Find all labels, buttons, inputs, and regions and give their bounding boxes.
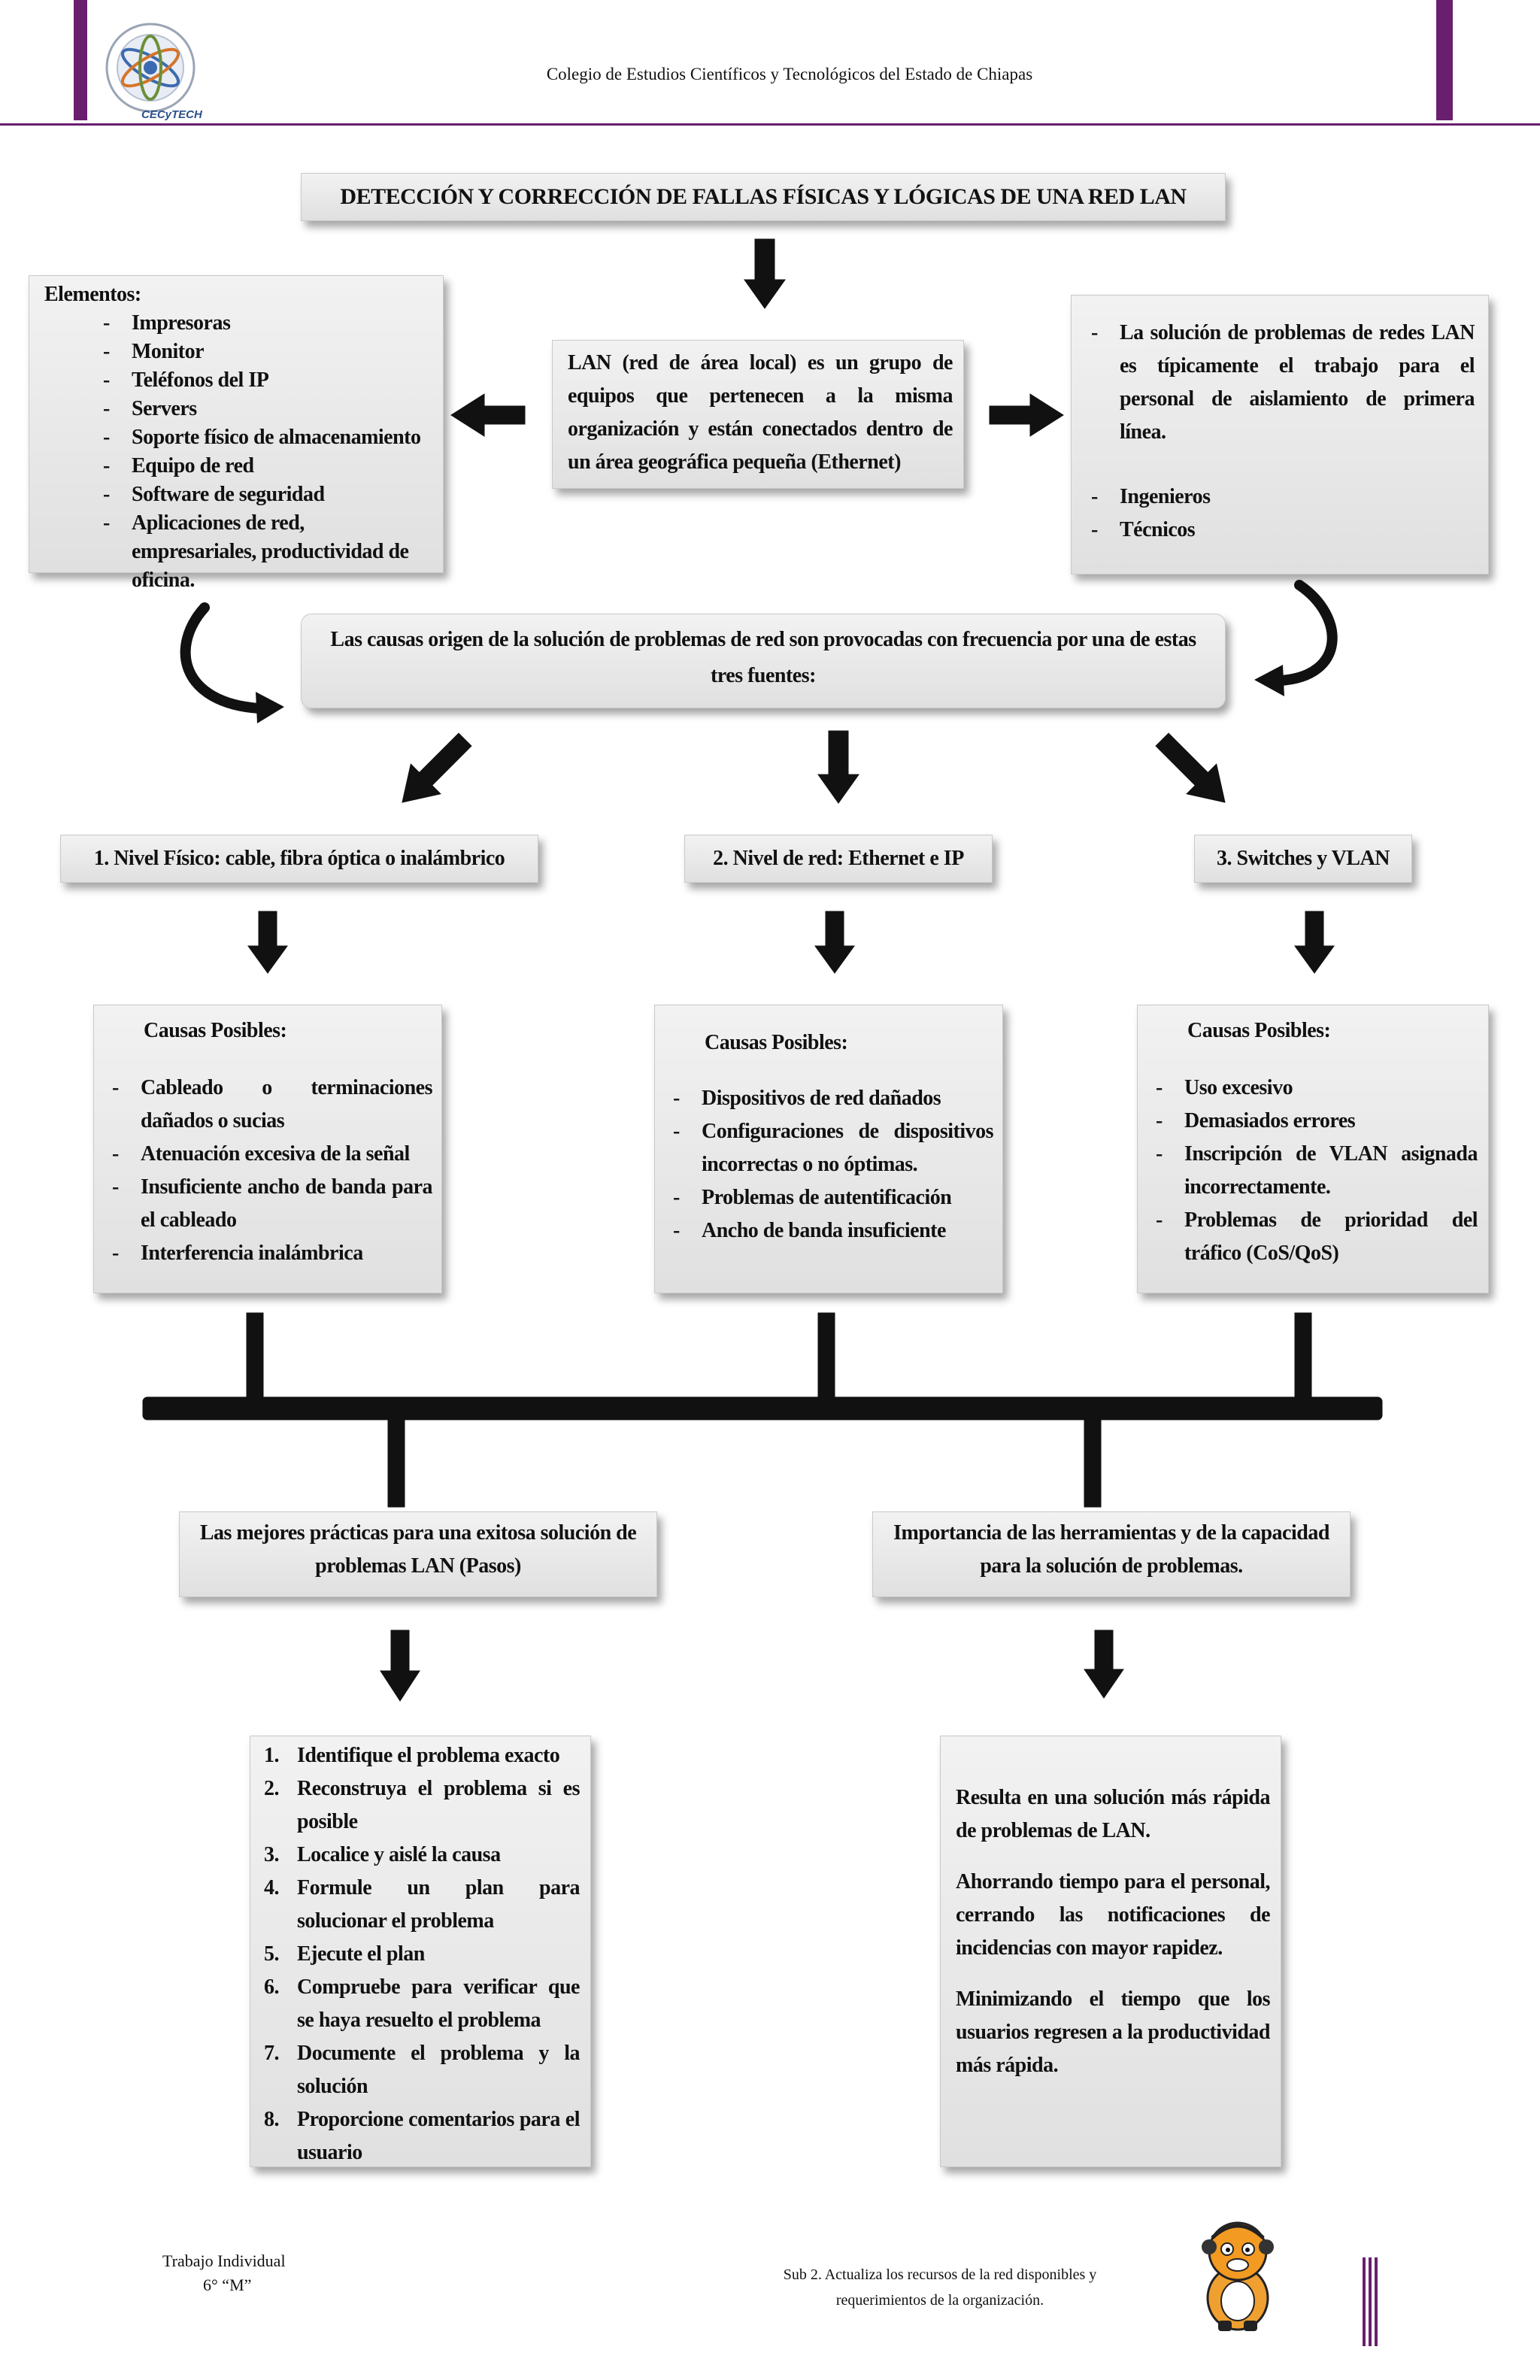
header-divider [0,123,1540,126]
list-item: Problemas de autentificación [667,1181,993,1214]
arrow-down-title [744,238,786,309]
list-item: Equipo de red [97,452,429,481]
list-item: Técnicos [1085,514,1475,547]
arrow-down-tools [1084,1630,1124,1699]
arrow-diag-left [402,732,472,803]
arrow-right-solution [989,393,1064,437]
list-item: Teléfonos del IP [97,366,429,395]
arrow-left-elements [450,393,526,437]
arrow-diag-right [1155,732,1226,803]
list-item: 2.Reconstruya el problema si es posible [264,1777,581,1833]
institution-name: Colegio de Estudios Científicos y Tecnol… [546,65,1033,83]
tools-title: Importancia de las herramientas y de la … [893,1521,1329,1578]
causes-origin-box: Las causas origen de la solución de prob… [301,614,1226,708]
list-item: 7.Documente el problema y la solución [264,2042,581,2098]
level-1-causes-list: Cableado o terminaciones dañados o sucia… [106,1072,433,1270]
tools-box: Resulta en una solución más rápida de pr… [940,1736,1281,2167]
list-item: Demasiados errores [1150,1105,1478,1138]
causes-origin-text: Las causas origen de la solución de prob… [330,628,1196,687]
level-2-causes-list: Dispositivos de red dañados Configuracio… [667,1082,994,1248]
lan-definition-box: LAN (red de área local) es un grupo de e… [552,340,964,489]
steps-box: 1.Identifique el problema exacto 2.Recon… [250,1736,591,2167]
list-item: 4.Formule un plan para solucionar el pro… [264,1876,581,1933]
cecytech-logo: CECyTECH [98,15,211,128]
list-item: Inscripción de VLAN asignada incorrectam… [1150,1138,1478,1204]
mascot-image [1185,2208,1290,2336]
list-item: 8.Proporcione comentarios para el usuari… [264,2108,581,2164]
list-item: 5.Ejecute el plan [264,1942,425,1966]
causes-heading: Causas Posibles: [1187,1019,1331,1042]
elements-list: Impresoras Monitor Teléfonos del IP Serv… [97,309,429,595]
elements-box: Elementos: Impresoras Monitor Teléfonos … [29,275,444,592]
logo-text: CECyTECH [141,108,202,121]
list-item: Aplicaciones de red, empresariales, prod… [97,509,429,595]
list-item: Ancho de banda insuficiente [667,1214,993,1248]
list-item: Impresoras [97,309,429,338]
elements-heading: Elementos: [44,283,141,306]
level-1-causes-box: Causas Posibles: Cableado o terminacione… [93,1005,442,1293]
atom-logo-icon [105,23,196,113]
list-item: 6.Compruebe para verificar que se haya r… [264,1975,581,2032]
arrow-down-level3 [1294,911,1335,974]
list-item: Uso excesivo [1150,1072,1478,1105]
tools-paragraph: Minimizando el tiempo que los usuarios r… [956,1987,1271,2077]
curved-arrow-right [1254,580,1338,696]
arrow-down-center [817,730,859,804]
steps-list: 1.Identifique el problema exacto 2.Recon… [258,1739,581,2169]
list-item: Atenuación excesiva de la señal [106,1138,432,1171]
list-item: Monitor [97,338,429,366]
bracket-bar [142,1312,1383,1508]
arrow-down-level1 [247,911,288,974]
footer-subject-line1: Sub 2. Actualiza los recursos de la red … [783,2266,1097,2283]
list-item: Problemas de prioridad del tráfico (CoS/… [1150,1204,1478,1270]
list-item: Software de seguridad [97,481,429,509]
list-item: Cableado o terminaciones dañados o sucia… [106,1072,433,1138]
causes-heading: Causas Posibles: [705,1031,848,1054]
solution-list: La solución de problemas de redes LAN es… [1085,317,1475,547]
list-item: Configuraciones de dispositivos incorrec… [667,1115,994,1181]
lan-definition-text: LAN (red de área local) es un grupo de e… [568,351,953,474]
diagram-title-box: DETECCIÓN Y CORRECCIÓN DE FALLAS FÍSICAS… [301,173,1226,221]
list-item: Ingenieros [1085,481,1475,514]
causes-heading: Causas Posibles: [144,1019,287,1042]
tools-paragraph: Resulta en una solución más rápida de pr… [956,1786,1271,1842]
best-practices-title-box: Las mejores prácticas para una exitosa s… [179,1511,657,1597]
footer-bars [1363,2257,1378,2346]
footer-group: 6° “M” [203,2275,252,2294]
list-item: Insuficiente ancho de banda para el cabl… [106,1171,433,1237]
curved-arrow-left [180,602,284,723]
header-bar-right [1436,0,1453,120]
level-3-label: 3. Switches y VLAN [1194,835,1412,883]
arrow-down-practices [380,1630,420,1702]
tools-title-box: Importancia de las herramientas y de la … [872,1511,1351,1597]
footer-subject-line2: requerimientos de la organización. [835,2292,1044,2309]
level-1-label: 1. Nivel Físico: cable, fibra óptica o i… [60,835,538,883]
mascot-icon [1202,2221,1274,2331]
solution-box: La solución de problemas de redes LAN es… [1071,295,1489,575]
list-item: Dispositivos de red dañados [667,1082,993,1115]
level-3-causes-list: Uso excesivo Demasiados errores Inscripc… [1150,1072,1478,1270]
level-2-causes-box: Causas Posibles: Dispositivos de red dañ… [654,1005,1003,1293]
tools-paragraph: Ahorrando tiempo para el personal, cerra… [956,1870,1271,1960]
footer-work-type: Trabajo Individual [162,2251,286,2270]
diagram-title: DETECCIÓN Y CORRECCIÓN DE FALLAS FÍSICAS… [340,184,1187,209]
list-item: La solución de problemas de redes LAN es… [1085,317,1475,449]
list-item: 1.Identifique el problema exacto [264,1744,560,1767]
header-bar-left [74,0,87,120]
list-item: 3.Localice y aislé la causa [264,1843,501,1866]
level-3-causes-box: Causas Posibles: Uso excesivo Demasiados… [1137,1005,1489,1293]
list-item: Soporte físico de almacenamiento [97,423,429,452]
list-item: Servers [97,395,429,423]
list-item: Interferencia inalámbrica [106,1237,432,1270]
level-2-label: 2. Nivel de red: Ethernet e IP [684,835,993,883]
arrow-down-level2 [814,911,855,974]
best-practices-title: Las mejores prácticas para una exitosa s… [199,1521,637,1578]
